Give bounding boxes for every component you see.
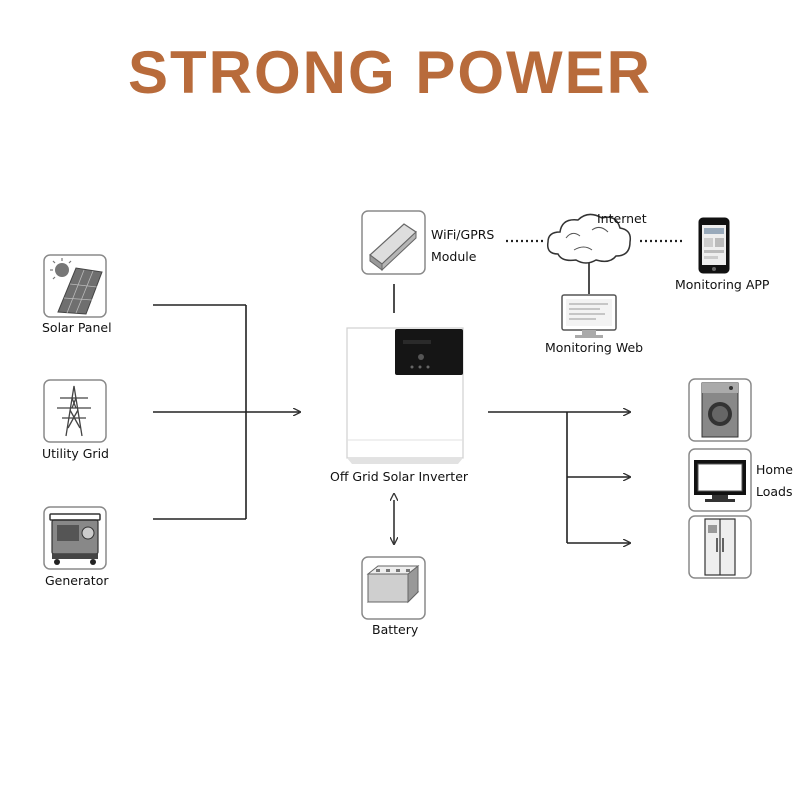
wifi-module-icon: [361, 210, 426, 275]
input-connectors: [153, 304, 300, 520]
monitoring-web-icon: [561, 294, 617, 338]
internet-label: Internet: [597, 211, 647, 226]
solar-panel-label: Solar Panel: [42, 320, 112, 335]
internet-cloud-icon: [546, 213, 632, 264]
monitoring-app-label: Monitoring APP: [675, 277, 770, 292]
wifi-module-label-line1: WiFi/GPRS: [431, 227, 495, 242]
monitoring-app-icon: [698, 217, 730, 274]
battery-label: Battery: [372, 622, 419, 637]
fridge-icon: [688, 515, 752, 579]
generator-label: Generator: [45, 573, 109, 588]
wifi-module-label-line2: Module: [431, 249, 477, 264]
page-title: STRONG POWER: [127, 39, 652, 106]
generator-icon: [43, 506, 107, 570]
washing-machine-icon: [688, 378, 752, 442]
tv-icon: [688, 448, 752, 512]
solar-panel-icon: [43, 254, 107, 318]
inverter-label: Off Grid Solar Inverter: [330, 469, 469, 484]
home-loads-label-line1: Home: [756, 462, 793, 477]
utility-grid-icon: [43, 379, 107, 443]
home-loads-label-line2: Loads: [756, 484, 793, 499]
inverter-unit: [346, 327, 464, 464]
utility-grid-label: Utility Grid: [42, 446, 109, 461]
battery-icon: [361, 556, 426, 620]
monitoring-web-label: Monitoring Web: [545, 340, 644, 355]
output-connectors: [488, 412, 630, 543]
